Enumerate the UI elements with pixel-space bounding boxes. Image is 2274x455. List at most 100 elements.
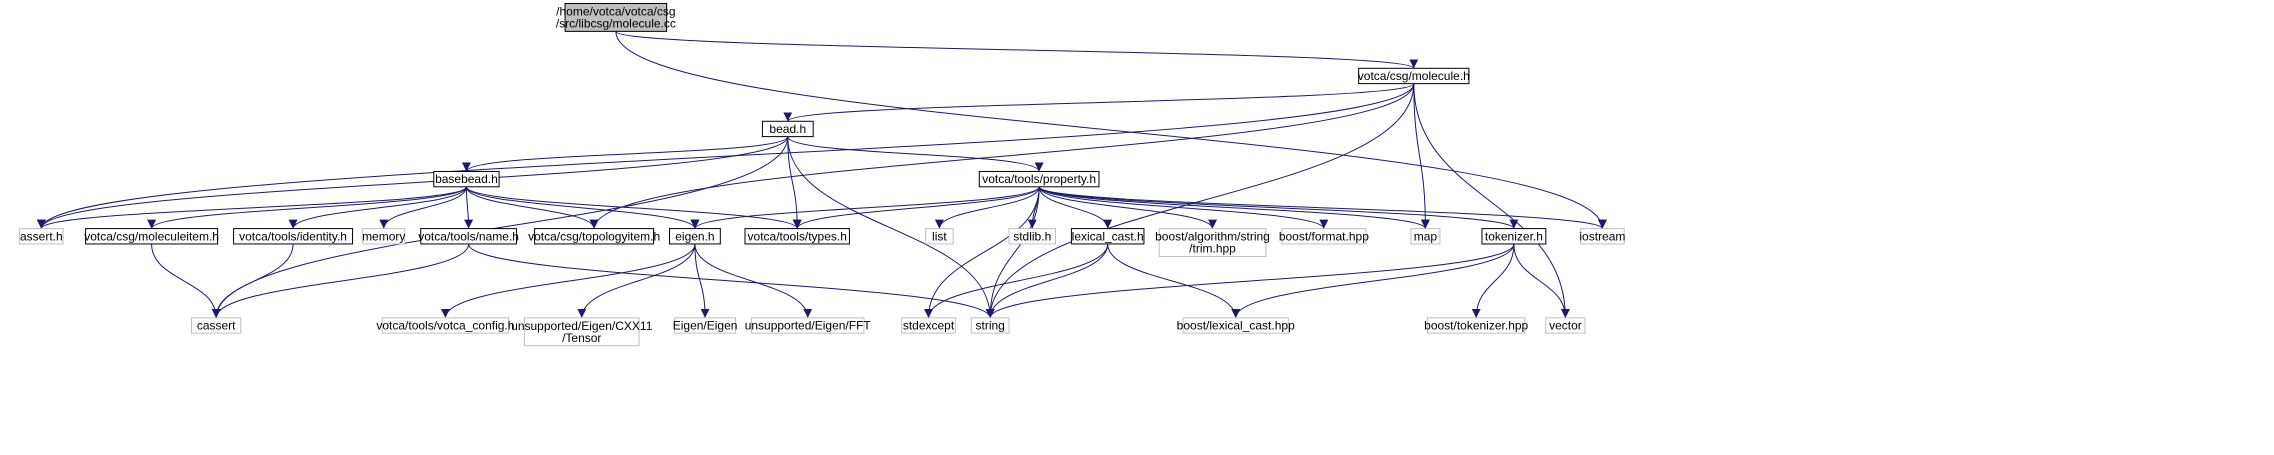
node-box-assert-h [19, 228, 64, 245]
node-label-molecule-h: votca/csg/molecule.h [1358, 69, 1470, 83]
node-root[interactable]: /home/votca/votca/csg/src/libcsg/molecul… [556, 2, 676, 32]
node-bead-h[interactable]: bead.h [761, 120, 814, 138]
edge-lexical-cast-h-to-string [985, 243, 1109, 318]
node-label-basebead-h: basebead.h [435, 172, 498, 186]
node-label-assert-h: assert.h [20, 229, 63, 243]
node-box-root [564, 2, 668, 32]
node-box-types-h [744, 228, 850, 245]
node-property-h[interactable]: votca/tools/property.h [978, 170, 1100, 188]
node-lexical-cast-h[interactable]: lexical_cast.h [1070, 228, 1145, 245]
node-label-lexical-cast-h: lexical_cast.h [1072, 229, 1144, 243]
node-memory: memory [362, 228, 406, 245]
edge-basebead-h-to-moleculeitem-h [147, 186, 467, 230]
edge-basebead-h-to-name-h [464, 186, 474, 229]
node-box-vector [1545, 317, 1586, 334]
node-boost-tokenizer-hpp: boost/tokenizer.hpp [1424, 317, 1529, 334]
node-label-types-h: votca/tools/types.h [748, 229, 847, 243]
node-label-stdexcept: stdexcept [903, 318, 955, 332]
edge-identity-h-to-cassert [211, 243, 294, 318]
node-box-map [1410, 228, 1441, 245]
edge-property-h-to-string [985, 186, 1040, 318]
node-box-votca-config-h [381, 317, 510, 334]
node-label-eigen-fft: unsupported/Eigen/FFT [745, 318, 872, 332]
node-box-moleculeitem-h [85, 228, 219, 245]
edges-layer [36, 30, 1607, 318]
node-tokenizer-h[interactable]: tokenizer.h [1481, 228, 1547, 245]
edge-property-h-to-stdexcept [924, 186, 1040, 318]
node-label-cassert: cassert [197, 318, 236, 332]
edge-root-to-iostream [615, 31, 1607, 229]
node-label-topologyitem-h: votca/csg/topologyitem.h [528, 229, 660, 243]
edge-molecule-h-to-topologyitem-h [589, 83, 1415, 229]
edge-property-h-to-lexical-cast-h [1038, 186, 1113, 229]
node-types-h[interactable]: votca/tools/types.h [744, 228, 850, 245]
edge-moleculeitem-h-to-cassert [151, 243, 221, 318]
nodes-layer: /home/votca/votca/csg/src/libcsg/molecul… [19, 2, 1625, 347]
edge-property-h-to-eigen-h [690, 186, 1040, 230]
node-label-root-line-2: /src/libcsg/molecule.cc [556, 16, 676, 30]
edge-basebead-h-to-memory [379, 186, 467, 229]
node-basebead-h[interactable]: basebead.h [433, 170, 500, 188]
node-boost-lexical-cast-hpp: boost/lexical_cast.hpp [1177, 317, 1295, 334]
edge-property-h-to-list [934, 186, 1040, 229]
edge-property-h-to-trim-hpp [1038, 186, 1217, 229]
node-label-tokenizer-h: tokenizer.h [1485, 229, 1543, 243]
node-label-memory: memory [362, 229, 405, 243]
node-box-memory [362, 228, 406, 245]
edge-tokenizer-h-to-vector [1513, 243, 1570, 318]
edge-bead-h-to-assert-h [36, 136, 789, 229]
node-label-tensor-line-1: unsupported/Eigen/CXX11 [511, 319, 653, 333]
node-name-h[interactable]: votca/tools/name.h [418, 228, 519, 245]
node-label-tensor-line-2: /Tensor [562, 331, 601, 345]
node-assert-h: assert.h [19, 228, 64, 245]
node-box-list [925, 228, 954, 245]
edge-molecule-h-to-map [1413, 83, 1430, 229]
node-stdlib-h: stdlib.h [1008, 228, 1056, 245]
node-stdexcept: stdexcept [901, 317, 956, 334]
edge-root-to-molecule-h [615, 30, 1418, 69]
node-label-string: string [975, 318, 1004, 332]
node-label-eigen-eigen: Eigen/Eigen [673, 318, 738, 332]
node-label-property-h: votca/tools/property.h [982, 172, 1096, 186]
node-eigen-h[interactable]: eigen.h [669, 228, 721, 245]
node-box-eigen-fft [751, 317, 865, 334]
edge-property-h-to-format-hpp [1038, 186, 1329, 229]
edge-basebead-h-to-identity-h [288, 186, 467, 229]
edge-property-h-to-tokenizer-h [1038, 186, 1519, 230]
node-list: list [925, 228, 954, 245]
node-box-stdexcept [901, 317, 956, 334]
node-label-moleculeitem-h: votca/csg/moleculeitem.h [84, 229, 219, 243]
node-box-tokenizer-h [1481, 228, 1547, 245]
node-box-basebead-h [433, 170, 500, 188]
edge-eigen-h-to-eigen-eigen [694, 243, 710, 318]
node-votca-config-h: votca/tools/votca_config.h [376, 317, 514, 334]
node-box-iostream [1580, 228, 1625, 245]
node-box-topologyitem-h [534, 228, 655, 245]
node-molecule-h[interactable]: votca/csg/molecule.h [1358, 67, 1470, 85]
node-tensor: unsupported/Eigen/CXX11/Tensor [511, 317, 653, 347]
node-label-stdlib-h: stdlib.h [1013, 229, 1051, 243]
node-identity-h[interactable]: votca/tools/identity.h [233, 228, 354, 245]
node-map: map [1410, 228, 1441, 245]
edge-molecule-h-to-vector [1413, 83, 1570, 318]
node-moleculeitem-h[interactable]: votca/csg/moleculeitem.h [84, 228, 219, 245]
node-label-trim-hpp-line-2: /trim.hpp [1189, 242, 1236, 256]
node-topologyitem-h[interactable]: votca/csg/topologyitem.h [528, 228, 660, 245]
node-label-trim-hpp-line-1: boost/algorithm/string [1155, 230, 1270, 244]
edge-property-h-to-iostream [1038, 186, 1607, 230]
node-box-cassert [191, 317, 242, 334]
edge-bead-h-to-types-h [787, 136, 802, 229]
node-label-votca-config-h: votca/tools/votca_config.h [376, 318, 514, 332]
edge-tokenizer-h-to-boost-tokenizer-hpp [1471, 243, 1515, 318]
node-label-format-hpp: boost/format.hpp [1279, 229, 1369, 243]
edge-basebead-h-to-types-h [465, 186, 802, 230]
edge-name-h-to-string [468, 243, 995, 318]
edge-property-h-to-map [1038, 186, 1430, 230]
node-iostream: iostream [1579, 228, 1625, 245]
node-vector: vector [1545, 317, 1586, 334]
edge-property-h-to-types-h [792, 186, 1040, 229]
node-label-map: map [1414, 229, 1438, 243]
node-label-boost-tokenizer-hpp: boost/tokenizer.hpp [1424, 318, 1528, 332]
edge-tokenizer-h-to-string [985, 243, 1515, 318]
